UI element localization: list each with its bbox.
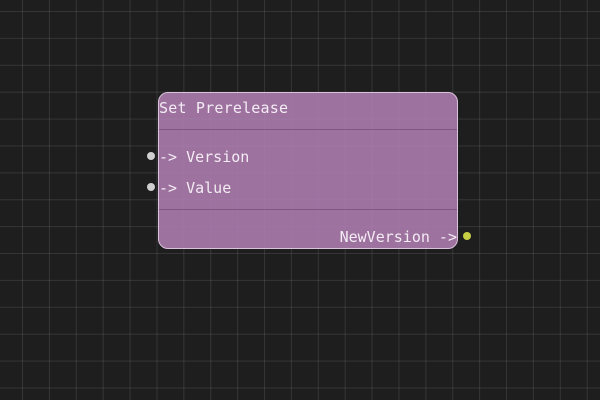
input-port-version-dot-icon[interactable] <box>147 152 155 160</box>
input-port-label-value: -> Value <box>159 179 232 197</box>
node-title: Set Prerelease <box>159 99 289 117</box>
set-prerelease-node[interactable]: Set Prerelease -> Version -> Value NewVe… <box>158 92 458 249</box>
output-port-newversion-dot-icon[interactable] <box>463 232 471 240</box>
input-port-label-version: -> Version <box>159 148 250 166</box>
output-port-label-newversion: NewVersion -> <box>339 228 457 246</box>
outputs-divider <box>159 209 457 210</box>
input-port-value-dot-icon[interactable] <box>147 183 155 191</box>
header-divider <box>159 129 457 130</box>
